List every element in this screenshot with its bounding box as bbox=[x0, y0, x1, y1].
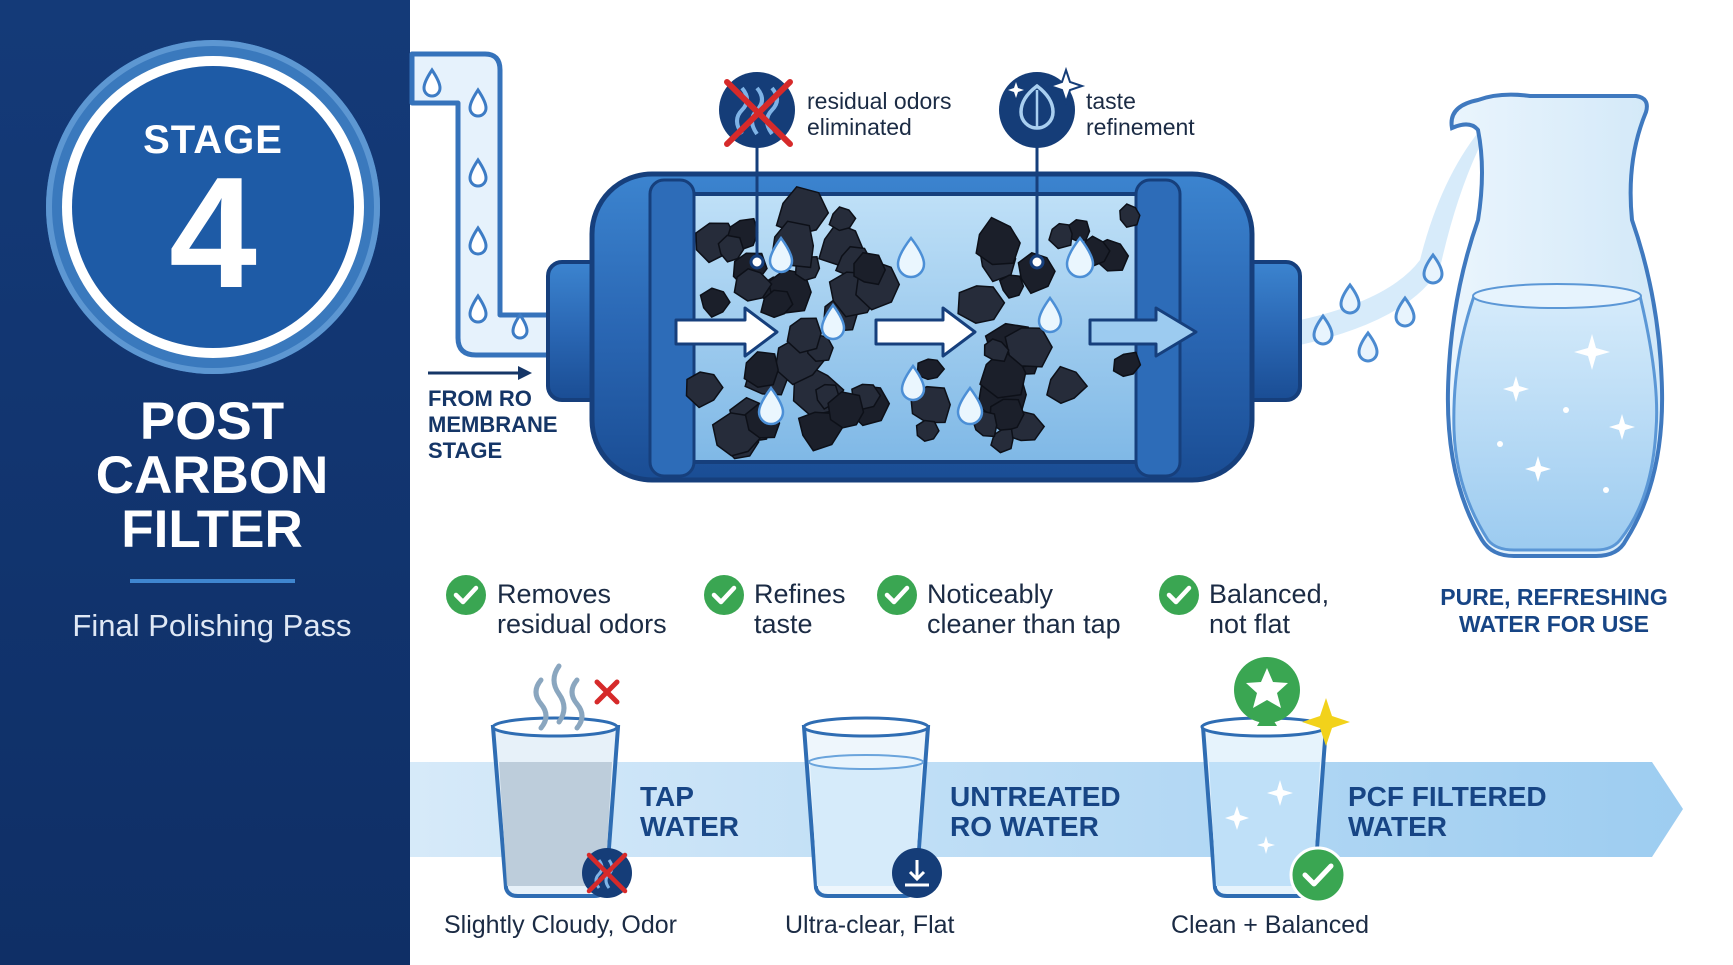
star-badge-icon bbox=[1234, 657, 1300, 726]
stage-badge: STAGE 4 bbox=[46, 40, 380, 374]
inlet-pipe bbox=[409, 51, 558, 358]
pitcher-caption: PURE, REFRESHING WATER FOR USE bbox=[1440, 584, 1668, 637]
comparison-name-pcf: PCF FILTERED WATER bbox=[1348, 781, 1547, 842]
sparkle-taste-icon bbox=[999, 66, 1086, 148]
ro-water-glass bbox=[801, 716, 942, 898]
comparison-name-tap: TAP WATER bbox=[640, 781, 740, 842]
carbon-granule bbox=[853, 251, 887, 286]
carbon-granule bbox=[1004, 327, 1053, 368]
carbon-granule bbox=[760, 289, 794, 319]
inlet-arrow bbox=[428, 366, 532, 380]
carbon-granule bbox=[1119, 203, 1141, 229]
carbon-granule bbox=[915, 419, 940, 443]
carbon-granule bbox=[699, 287, 731, 319]
carbon-granule bbox=[916, 358, 946, 381]
carbon-granule bbox=[827, 391, 865, 429]
inlet-label: FROM RO MEMBRANE STAGE bbox=[428, 386, 558, 463]
panel-title: POST CARBON FILTER bbox=[0, 395, 424, 557]
comparison-caption-pcf: Clean + Balanced bbox=[1171, 911, 1370, 939]
panel-divider bbox=[130, 579, 295, 583]
comparison-name-ro: UNTREATED RO WATER bbox=[950, 781, 1121, 842]
tap-water-glass bbox=[490, 663, 632, 898]
outlet-stream bbox=[1300, 130, 1480, 363]
crossed-odor-icon bbox=[719, 72, 795, 148]
carbon-granule bbox=[1112, 351, 1142, 378]
carbon-granule bbox=[957, 285, 1006, 324]
panel-title-line: FILTER bbox=[121, 500, 303, 559]
panel-title-line: CARBON bbox=[95, 446, 329, 505]
carbon-filter-cartridge bbox=[546, 171, 1302, 483]
stage-number: 4 bbox=[169, 145, 257, 321]
comparison-caption-ro: Ultra-clear, Flat bbox=[785, 911, 955, 939]
flow-arrows bbox=[674, 306, 1198, 358]
callout-leaders bbox=[749, 128, 1045, 270]
callout-odor-text: residual odors eliminated bbox=[807, 88, 952, 140]
check-icon bbox=[1289, 846, 1347, 904]
check-icon bbox=[446, 575, 486, 615]
comparison-caption-tap: Slightly Cloudy, Odor bbox=[444, 911, 677, 939]
no-odor-icon bbox=[582, 848, 632, 898]
carbon-granule bbox=[1017, 251, 1056, 295]
check-icon bbox=[1159, 575, 1199, 615]
callout-taste-text: taste refinement bbox=[1086, 88, 1195, 140]
carbon-granule bbox=[733, 267, 773, 302]
water-pitcher bbox=[1445, 92, 1665, 558]
carbon-granule bbox=[990, 428, 1014, 454]
carbon-granule bbox=[828, 206, 857, 232]
panel-subtitle: Final Polishing Pass bbox=[72, 608, 352, 643]
carbon-granule bbox=[743, 351, 779, 388]
check-icon bbox=[704, 575, 744, 615]
carbon-granule bbox=[685, 371, 724, 409]
comparison-band bbox=[410, 762, 1683, 857]
carbon-granule bbox=[1048, 222, 1073, 250]
pcf-water-glass bbox=[1200, 657, 1350, 904]
carbon-granule bbox=[786, 317, 822, 354]
sparkle-icon bbox=[1302, 698, 1350, 746]
carbon-granule bbox=[998, 274, 1025, 299]
stage-panel: STAGE 4 POST CARBON FILTER Final Polishi… bbox=[0, 0, 410, 965]
carbon-granule bbox=[797, 411, 844, 452]
carbon-granule bbox=[717, 234, 745, 263]
carbon-granule bbox=[1046, 365, 1089, 405]
carbon-granule bbox=[975, 216, 1021, 266]
carbon-granule bbox=[983, 338, 1010, 363]
chamber-water-drops bbox=[757, 235, 1095, 426]
flat-level-icon bbox=[892, 848, 942, 898]
panel-title-line: POST bbox=[139, 392, 285, 451]
check-icon bbox=[877, 575, 917, 615]
stage-label: STAGE bbox=[143, 118, 283, 162]
carbon-granules bbox=[685, 185, 1142, 460]
benefit-check-icons bbox=[446, 575, 1199, 615]
